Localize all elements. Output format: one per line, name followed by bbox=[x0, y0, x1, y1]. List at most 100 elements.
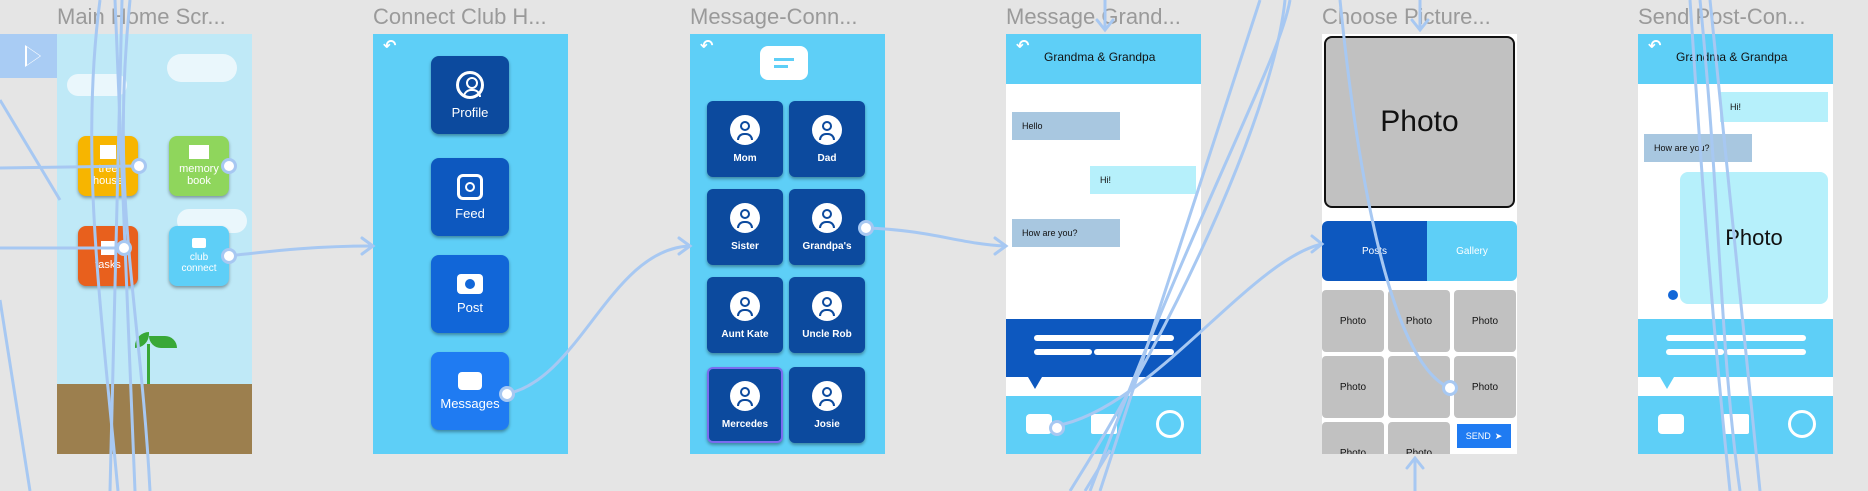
photo-tile[interactable]: Photo bbox=[1454, 290, 1516, 352]
wire bbox=[0, 99, 62, 201]
post-button[interactable]: Post bbox=[431, 255, 509, 333]
avatar-icon bbox=[812, 290, 842, 321]
avatar-icon bbox=[812, 202, 842, 233]
tasks-button[interactable]: tasks bbox=[78, 226, 138, 286]
smiley-icon[interactable] bbox=[1788, 410, 1816, 438]
sprout-leaf bbox=[149, 336, 177, 348]
avatar-icon bbox=[730, 202, 760, 233]
photo-tile[interactable]: Photo bbox=[1454, 356, 1516, 418]
club-connect-button[interactable]: club connect bbox=[169, 226, 229, 286]
posts-tab[interactable]: Posts bbox=[1322, 221, 1427, 281]
tree-house-button[interactable]: tree house bbox=[78, 136, 138, 196]
club-connect-label: club connect bbox=[181, 252, 217, 274]
connection-node[interactable] bbox=[116, 240, 132, 256]
connection-node[interactable] bbox=[1442, 380, 1458, 396]
text-input-area[interactable] bbox=[1638, 319, 1833, 377]
arrowhead bbox=[360, 236, 376, 256]
photo-tile[interactable]: Photo bbox=[1388, 290, 1450, 352]
feed-button[interactable]: Feed bbox=[431, 158, 509, 236]
cloud bbox=[167, 54, 237, 82]
connection-node[interactable] bbox=[499, 386, 515, 402]
frame-title-choose-picture: Choose Picture... bbox=[1322, 4, 1491, 29]
back-arrow-icon[interactable]: ↶ bbox=[383, 38, 397, 55]
wire bbox=[865, 226, 1006, 248]
play-button[interactable] bbox=[0, 34, 57, 78]
contact-label: Grandpa's bbox=[802, 240, 852, 252]
avatar-icon bbox=[730, 114, 760, 145]
book-icon[interactable] bbox=[1091, 414, 1117, 434]
contact-label: Mom bbox=[733, 152, 757, 164]
choose-picture-frame: Photo Posts Gallery Photo Photo Photo Ph… bbox=[1322, 34, 1517, 454]
instagram-icon bbox=[457, 173, 483, 200]
gallery-tab[interactable]: Gallery bbox=[1427, 221, 1517, 281]
wire bbox=[0, 299, 32, 491]
connection-node[interactable] bbox=[131, 158, 147, 174]
connection-node[interactable] bbox=[1049, 420, 1065, 436]
wire bbox=[1083, 449, 1112, 491]
send-button[interactable]: SEND ➤ bbox=[1457, 424, 1511, 448]
back-arrow-icon[interactable]: ↶ bbox=[1648, 38, 1662, 55]
cloud bbox=[67, 74, 127, 96]
contact-label: Uncle Rob bbox=[802, 328, 852, 340]
camera-icon[interactable] bbox=[1658, 414, 1684, 434]
chat-header: ↶ Grandma & Grandpa bbox=[1638, 34, 1833, 84]
contact-mom[interactable]: Mom bbox=[707, 101, 783, 177]
contact-dad[interactable]: Dad bbox=[789, 101, 865, 177]
avatar-icon bbox=[812, 114, 842, 145]
contact-label: Aunt Kate bbox=[721, 328, 769, 340]
contact-mercedes[interactable]: Mercedes bbox=[707, 367, 783, 443]
contact-uncle-rob[interactable]: Uncle Rob bbox=[789, 277, 865, 353]
chat-title: Grandma & Grandpa bbox=[1044, 50, 1156, 64]
photo-tile[interactable]: Photo bbox=[1322, 356, 1384, 418]
contact-label: Mercedes bbox=[721, 418, 769, 430]
arrowhead bbox=[677, 236, 693, 256]
arrowhead bbox=[1310, 234, 1325, 254]
book-icon[interactable] bbox=[1723, 414, 1749, 434]
frame-title-send-post: Send Post-Con... bbox=[1638, 4, 1806, 29]
arrowhead bbox=[993, 236, 1009, 256]
photo-tile-empty[interactable] bbox=[1388, 356, 1450, 418]
avatar-icon bbox=[812, 380, 842, 411]
send-post-frame: ↶ Grandma & Grandpa Hi! How are you? Pho… bbox=[1638, 34, 1833, 454]
messages-button[interactable]: Messages bbox=[431, 352, 509, 430]
back-arrow-icon[interactable]: ↶ bbox=[700, 38, 714, 55]
back-arrow-icon[interactable]: ↶ bbox=[1016, 38, 1030, 55]
contact-label: Sister bbox=[731, 240, 759, 252]
smiley-icon[interactable] bbox=[1156, 410, 1184, 438]
contact-grandpas[interactable]: Grandpa's bbox=[789, 189, 865, 265]
contact-label: Dad bbox=[817, 152, 837, 164]
message-grandparents-frame: ↶ Grandma & Grandpa Hello Hi! How are yo… bbox=[1006, 34, 1201, 454]
contact-label: Josie bbox=[814, 418, 840, 430]
sent-check-icon bbox=[1668, 290, 1678, 300]
tree-house-label: tree house bbox=[93, 163, 123, 187]
connection-node[interactable] bbox=[221, 248, 237, 264]
contact-aunt-kate[interactable]: Aunt Kate bbox=[707, 277, 783, 353]
chat-title: Grandma & Grandpa bbox=[1676, 50, 1788, 64]
memory-book-label: memory book bbox=[179, 163, 219, 187]
contact-josie[interactable]: Josie bbox=[789, 367, 865, 443]
photo-tile[interactable]: Photo bbox=[1388, 422, 1450, 454]
connection-node[interactable] bbox=[858, 220, 874, 236]
post-label: Post bbox=[456, 299, 483, 315]
contact-sister[interactable]: Sister bbox=[707, 189, 783, 265]
connection-node[interactable] bbox=[221, 158, 237, 174]
memory-book-button[interactable]: memory book bbox=[169, 136, 229, 196]
message-connect-frame: ↶ Mom Dad Sister Grandpa's Aunt Kate Unc… bbox=[690, 34, 885, 454]
photo-tile[interactable]: Photo bbox=[1322, 290, 1384, 352]
connect-club-frame: ↶ Profile Feed Post Messages bbox=[373, 34, 568, 454]
arrowhead bbox=[1405, 455, 1425, 470]
message-hi: Hi! bbox=[1720, 92, 1828, 122]
send-label: SEND bbox=[1465, 431, 1491, 441]
frame-title-connect-club: Connect Club H... bbox=[373, 4, 547, 29]
avatar-icon bbox=[730, 380, 760, 411]
text-input-area[interactable] bbox=[1006, 319, 1201, 377]
photo-tile[interactable]: Photo bbox=[1322, 422, 1384, 454]
message-hi: Hi! bbox=[1090, 166, 1196, 194]
tasks-icon bbox=[101, 241, 115, 255]
send-arrow-icon: ➤ bbox=[1494, 430, 1503, 441]
camera-icon[interactable] bbox=[1026, 414, 1052, 434]
message-icon bbox=[458, 371, 482, 390]
chat-toolbar bbox=[1638, 396, 1833, 454]
profile-button[interactable]: Profile bbox=[431, 56, 509, 134]
